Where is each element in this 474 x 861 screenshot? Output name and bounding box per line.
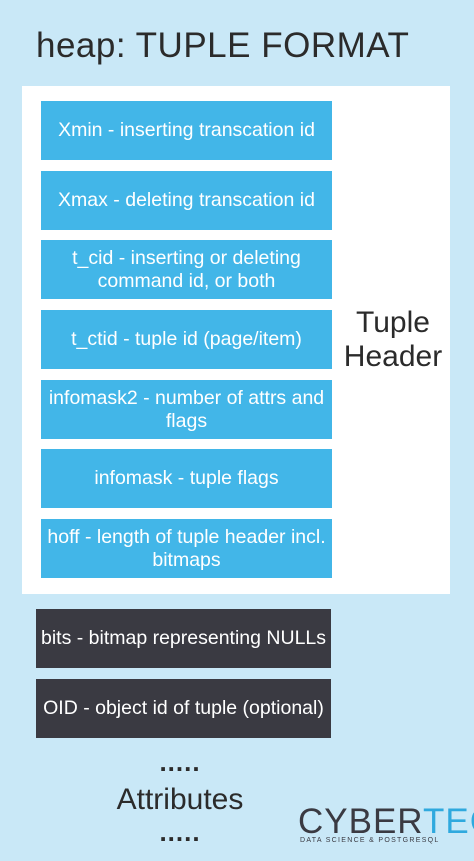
attributes-label: Attributes [116,783,244,816]
cybertec-logo: CYBERTEC DATA SCIENCE & POSTGRESQL [298,802,474,848]
field-xmin: Xmin - inserting transcation id [41,101,332,160]
field-t-ctid: t_ctid - tuple id (page/item) [41,310,332,369]
field-hoff: hoff - length of tuple header incl. bitm… [41,519,332,578]
ellipsis-top: ..... [159,747,201,777]
tuple-header-label-line1: Tuple [356,306,430,339]
field-infomask: infomask - tuple flags [41,449,332,508]
field-bits: bits - bitmap representing NULLs [36,609,331,668]
field-xmax: Xmax - deleting transcation id [41,171,332,230]
page-title: heap: TUPLE FORMAT [36,26,410,65]
field-infomask2: infomask2 - number of attrs and flags [41,380,332,439]
tuple-header-label-line2: Header [343,340,443,373]
tuple-header-label: Tuple Header [338,306,448,374]
field-t-cid: t_cid - inserting or deleting command id… [41,240,332,299]
field-oid: OID - object id of tuple (optional) [36,679,331,738]
logo-wordmark: CYBERTEC [298,802,474,841]
logo-tagline: DATA SCIENCE & POSTGRESQL [300,837,440,844]
ellipsis-bottom: ..... [159,817,201,847]
